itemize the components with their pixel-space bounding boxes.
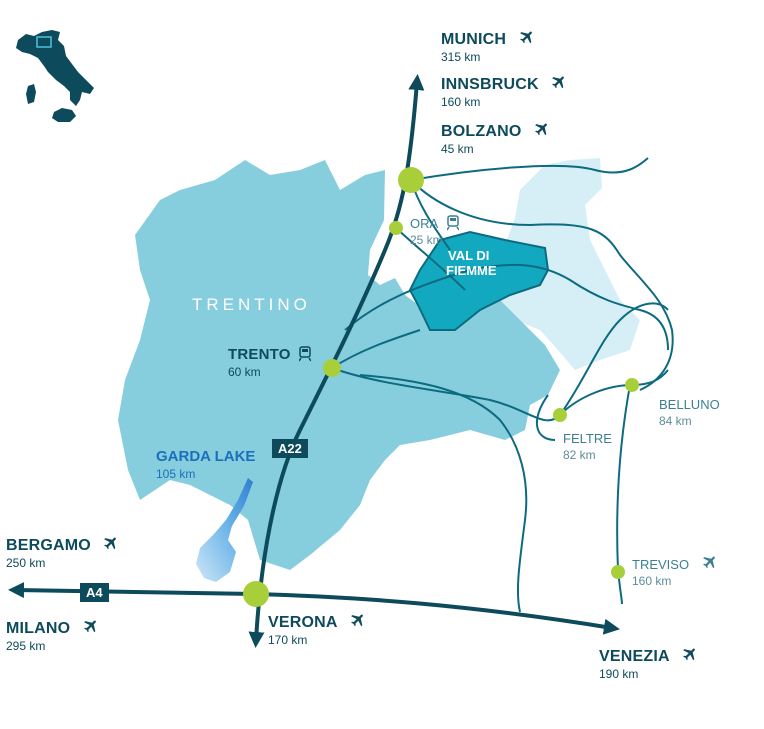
verona-node [243,581,269,607]
bolzano-name: BOLZANO [441,123,522,140]
val-di-fiemme-label-line1: VAL DI [448,248,490,263]
train-icon [299,346,312,362]
trentino-label: TRENTINO [192,295,311,314]
ora-distance: 25 km [410,233,443,247]
feltre-distance: 82 km [563,448,596,462]
belluno-label: BELLUNO 84 km [659,398,720,427]
milano-label: MILANO 295 km [6,618,99,652]
plane-icon [351,614,364,627]
plane-icon [683,648,696,661]
trento-node [323,359,341,377]
milano-distance: 295 km [6,639,46,653]
bergamo-distance: 250 km [6,556,46,570]
trento-label: TRENTO 60 km [228,346,312,379]
belluno-distance: 84 km [659,414,692,428]
ora-node [389,221,403,235]
innsbruck-name: INNSBRUCK [441,76,539,93]
plane-icon [552,76,565,89]
venezia-distance: 190 km [599,667,639,681]
munich-distance: 315 km [441,50,481,64]
munich-name: MUNICH [441,31,507,48]
feltre-label: FELTRE 82 km [563,432,612,461]
feltre-name: FELTRE [563,431,612,446]
feltre-node [553,408,567,422]
bergamo-name: BERGAMO [6,537,91,554]
bolzano-label: BOLZANO 45 km [441,121,550,155]
plane-icon [104,537,117,550]
city-nodes [243,167,639,607]
plane-icon [83,620,96,633]
ora-label: ORA 25 km [410,215,459,246]
milano-name: MILANO [6,620,71,637]
belluno-name: BELLUNO [659,397,720,412]
trento-name: TRENTO [228,346,291,363]
garda-lake-shape [196,478,253,582]
treviso-node [611,565,625,579]
plane-icon [535,123,547,136]
venezia-label: VENEZIA 190 km [599,646,698,680]
venezia-name: VENEZIA [599,648,670,665]
val-di-fiemme-label-line2: FIEMME [446,263,497,278]
garda-lake-distance: 105 km [156,467,196,481]
bergamo-label: BERGAMO 250 km [6,535,119,569]
verona-label: VERONA 170 km [268,612,366,646]
trento-distance: 60 km [228,365,261,379]
italy-locator-box [36,36,52,48]
belluno-node [625,378,639,392]
innsbruck-distance: 160 km [441,95,481,109]
plane-icon [519,31,532,44]
italy-silhouette-icon [16,30,94,122]
garda-lake-name: GARDA LAKE [156,448,256,465]
treviso-label: TREVISO 160 km [632,554,718,587]
verona-name: VERONA [268,614,338,631]
munich-label: MUNICH 315 km [441,29,535,63]
bolzano-distance: 45 km [441,142,474,156]
verona-distance: 170 km [268,633,308,647]
a4-badge: A4 [80,583,109,602]
garda-lake-label: GARDA LAKE 105 km [156,449,255,480]
train-icon [446,215,459,231]
a22-badge: A22 [272,439,308,458]
treviso-distance: 160 km [632,574,672,588]
neighbor-region-area [492,158,640,370]
treviso-name: TREVISO [632,557,690,572]
plane-icon [702,556,715,569]
innsbruck-label: INNSBRUCK 160 km [441,74,567,108]
ora-name: ORA [410,216,439,231]
bolzano-node [398,167,424,193]
